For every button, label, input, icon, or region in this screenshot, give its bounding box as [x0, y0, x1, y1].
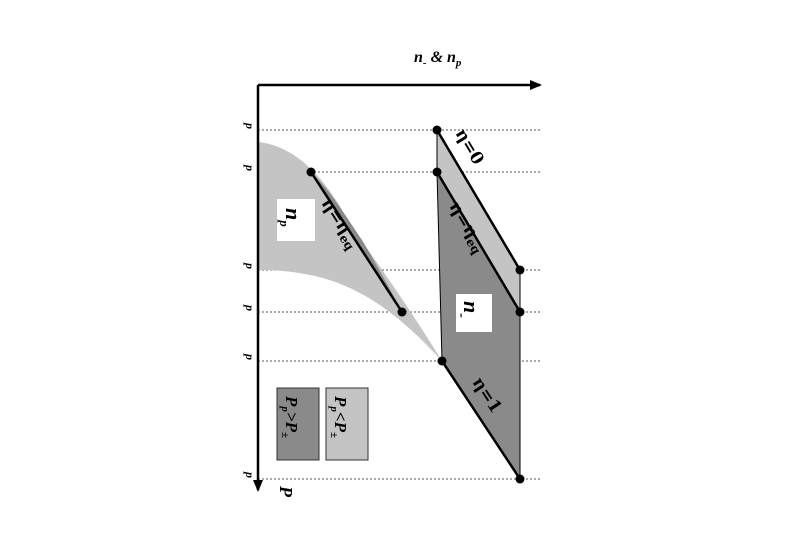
tick-label: p — [243, 353, 257, 360]
point — [515, 265, 525, 275]
eta-eq-right-line — [435, 171, 522, 313]
tick-labels: p p p p p p — [243, 122, 257, 478]
nminus-label-box — [456, 294, 492, 332]
point — [432, 125, 442, 135]
right-left-edge — [436, 171, 443, 362]
np-label: np — [277, 208, 306, 227]
np-label-box — [277, 199, 315, 241]
point — [432, 167, 442, 177]
tick-label: p — [243, 304, 257, 311]
legend-light-label: Pp<P± — [328, 395, 350, 438]
point — [515, 474, 525, 484]
legend-dark-label: Pp>P± — [279, 395, 301, 438]
tick-label: p — [243, 164, 257, 171]
np-light-region — [258, 142, 442, 361]
point — [397, 307, 407, 317]
tick-label: p — [243, 262, 257, 269]
tick-label: p — [243, 122, 257, 129]
legend-light-box — [325, 387, 369, 461]
tick-label: p — [243, 471, 257, 478]
point — [515, 307, 525, 317]
point — [306, 167, 316, 177]
point — [437, 356, 447, 366]
eta1-line — [440, 360, 522, 480]
left-axis-label: P — [276, 485, 296, 498]
nminus-label: n- — [454, 301, 484, 318]
top-axis-label: n- & np — [414, 49, 462, 69]
eta0-line — [435, 129, 522, 271]
eta-eq-left-line — [309, 171, 404, 313]
points — [306, 125, 525, 484]
legend-dark-box — [276, 387, 320, 461]
nminus-light-region — [437, 130, 520, 312]
